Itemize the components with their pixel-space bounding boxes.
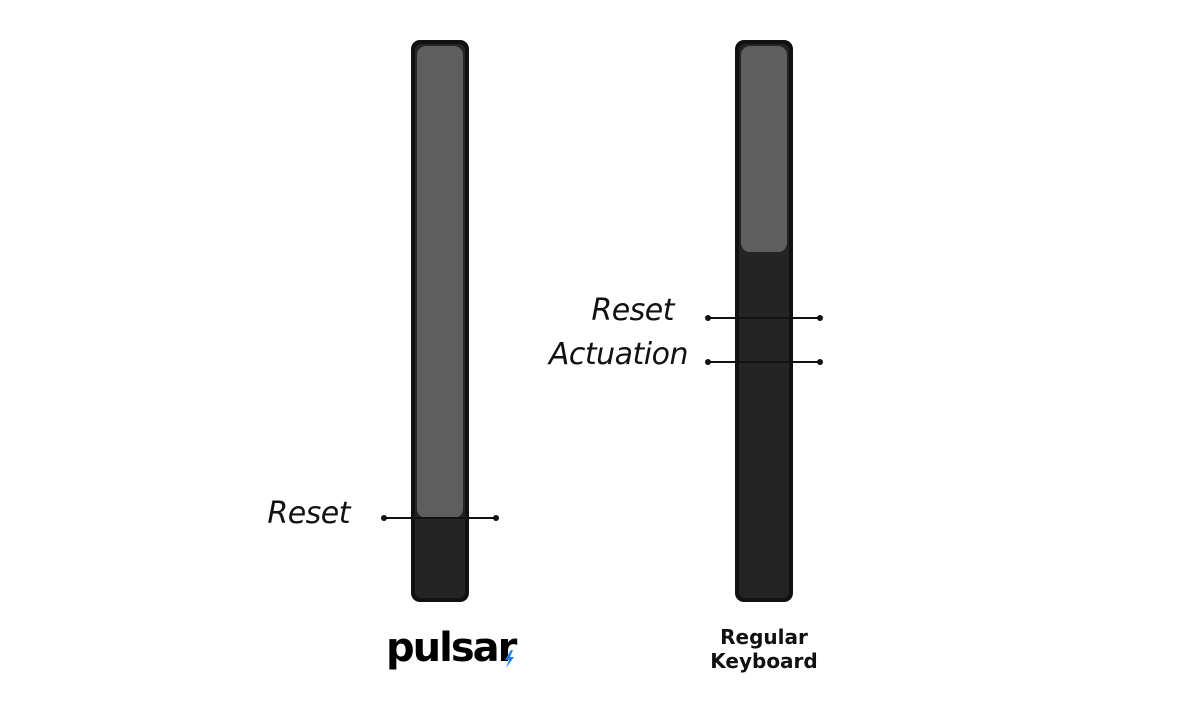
pulsar-keycap <box>417 46 463 518</box>
pulsar-reset-dot-left <box>381 515 387 521</box>
pulsar-reset-label: Reset <box>267 496 351 531</box>
regular-actuation-marker: Actuation <box>547 337 823 372</box>
pulsar-logo: pulsar <box>386 625 520 671</box>
regular-switch <box>735 40 793 602</box>
regular-caption-line-2: Keyboard <box>710 649 817 673</box>
pulsar-logo-text: pulsar <box>386 625 518 671</box>
regular-actuation-label: Actuation <box>547 337 688 372</box>
regular-caption-line-1: Regular <box>720 625 808 649</box>
regular-reset-dot-left <box>705 315 711 321</box>
regular-actuation-dot-left <box>705 359 711 365</box>
regular-keycap <box>741 46 787 252</box>
regular-actuation-dot-right <box>817 359 823 365</box>
regular-reset-dot-right <box>817 315 823 321</box>
regular-reset-label: Reset <box>591 293 675 328</box>
pulsar-switch <box>411 40 469 602</box>
pulsar-reset-dot-right <box>493 515 499 521</box>
regular-keyboard-caption: Regular Keyboard <box>710 625 817 673</box>
lightning-bolt-icon <box>505 650 514 668</box>
regular-reset-marker: Reset <box>591 293 823 328</box>
pulsar-reset-marker: Reset <box>267 496 499 531</box>
